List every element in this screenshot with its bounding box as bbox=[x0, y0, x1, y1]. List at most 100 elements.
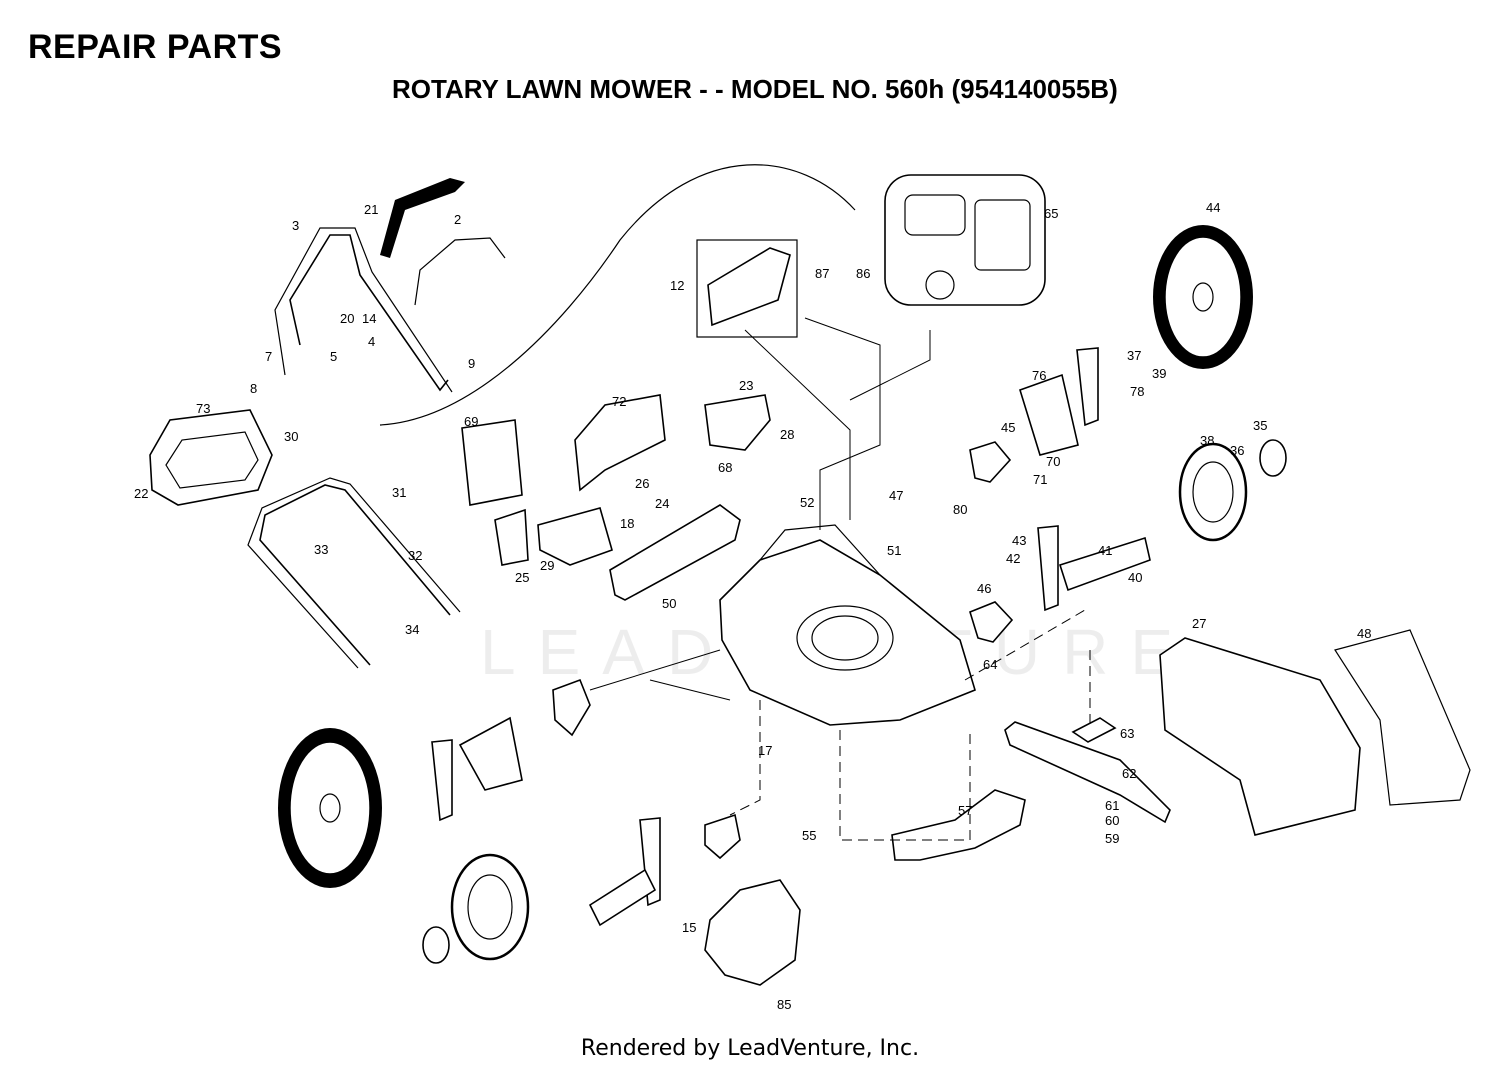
callout-label: 5 bbox=[330, 349, 337, 364]
callout-label: 59 bbox=[1105, 831, 1119, 846]
handle-grip bbox=[380, 178, 465, 258]
callout-label: 73 bbox=[196, 401, 210, 416]
dashed-guide-4 bbox=[729, 700, 761, 816]
wheel-adjuster-front-right bbox=[969, 441, 1012, 483]
callout-label: 34 bbox=[405, 622, 419, 637]
mower-blade bbox=[1004, 721, 1171, 824]
dashed-guide-3 bbox=[839, 730, 971, 841]
callout-label: 86 bbox=[856, 266, 870, 281]
callout-label: 65 bbox=[1044, 206, 1058, 221]
hub-cap-right bbox=[1259, 439, 1287, 477]
callout-label: 30 bbox=[284, 429, 298, 444]
callout-label: 15 bbox=[682, 920, 696, 935]
axle-76-left bbox=[458, 716, 523, 791]
height-lever-43-a bbox=[1076, 347, 1099, 427]
callout-label: 42 bbox=[1006, 551, 1020, 566]
hub-cap-left bbox=[422, 926, 450, 964]
axle-41-right bbox=[1058, 536, 1151, 592]
callout-label: 28 bbox=[780, 427, 794, 442]
page-title: REPAIR PARTS bbox=[28, 28, 283, 66]
callout-label: 39 bbox=[1152, 366, 1166, 381]
engine bbox=[884, 174, 1046, 306]
callout-label: 20 bbox=[340, 311, 354, 326]
callout-label: 41 bbox=[1098, 543, 1112, 558]
callout-label: 2 bbox=[454, 212, 461, 227]
callout-label: 64 bbox=[983, 657, 997, 672]
door-29 bbox=[537, 507, 613, 566]
air-filter-cover bbox=[707, 247, 791, 327]
callout-label: 80 bbox=[953, 502, 967, 517]
handle-upper-inner bbox=[274, 227, 453, 393]
callout-label: 70 bbox=[1046, 454, 1060, 469]
callout-label: 69 bbox=[464, 414, 478, 429]
callout-label: 38 bbox=[1200, 433, 1214, 448]
callout-label: 21 bbox=[364, 202, 378, 217]
callout-label: 12 bbox=[670, 278, 684, 293]
bracket-26 bbox=[574, 394, 666, 492]
callout-labels: 2 3 4 5 7 8 9 12 14 15 17 18 20 21 22 23… bbox=[134, 200, 1371, 1012]
callout-label: 68 bbox=[718, 460, 732, 475]
callout-label: 45 bbox=[1001, 420, 1015, 435]
blade-adapter bbox=[1071, 717, 1117, 743]
assembly-line-3 bbox=[849, 330, 931, 401]
callout-label: 29 bbox=[540, 558, 554, 573]
callout-label: 35 bbox=[1253, 418, 1267, 433]
callout-label: 37 bbox=[1127, 348, 1141, 363]
callout-label: 36 bbox=[1230, 443, 1244, 458]
handle-upper bbox=[289, 234, 449, 392]
callout-label: 18 bbox=[620, 516, 634, 531]
callout-label: 40 bbox=[1128, 570, 1142, 585]
callout-label: 61 bbox=[1105, 798, 1119, 813]
callout-label: 47 bbox=[889, 488, 903, 503]
callout-label: 60 bbox=[1105, 813, 1119, 828]
callout-label: 71 bbox=[1033, 472, 1047, 487]
callout-label: 46 bbox=[977, 581, 991, 596]
handle-lower bbox=[259, 484, 451, 666]
callout-label: 27 bbox=[1192, 616, 1206, 631]
rear-wheel-right bbox=[1153, 225, 1253, 369]
bracket-23 bbox=[704, 394, 771, 451]
handle-lower-inner bbox=[247, 477, 461, 669]
part-12-box bbox=[696, 239, 798, 338]
assembly-line-5 bbox=[649, 679, 731, 701]
wheel-adjuster-rear-right bbox=[969, 601, 1014, 643]
wheel-adjuster-rear-left bbox=[704, 813, 741, 860]
grass-bag-frame bbox=[1334, 629, 1471, 806]
callout-label: 32 bbox=[408, 548, 422, 563]
callout-label: 24 bbox=[655, 496, 669, 511]
wheel-adjuster-front-left bbox=[552, 678, 591, 737]
assembly-line-1 bbox=[804, 317, 881, 530]
bracket-25 bbox=[494, 508, 529, 566]
mower-deck bbox=[719, 524, 976, 726]
callout-label: 44 bbox=[1206, 200, 1220, 215]
callout-label: 22 bbox=[134, 486, 148, 501]
callout-label: 78 bbox=[1130, 384, 1144, 399]
control-cable bbox=[379, 164, 856, 426]
axle-76-right bbox=[1019, 373, 1079, 456]
mulch-plate-69 bbox=[461, 419, 523, 506]
callout-label: 8 bbox=[250, 381, 257, 396]
callout-label: 51 bbox=[887, 543, 901, 558]
callout-label: 72 bbox=[612, 394, 626, 409]
callout-label: 25 bbox=[515, 570, 529, 585]
callout-label: 9 bbox=[468, 356, 475, 371]
callout-label: 7 bbox=[265, 349, 272, 364]
side-shield-24 bbox=[609, 504, 741, 601]
callout-label: 17 bbox=[758, 743, 772, 758]
callout-label: 3 bbox=[292, 218, 299, 233]
callout-label: 48 bbox=[1357, 626, 1371, 641]
callout-label: 55 bbox=[802, 828, 816, 843]
exploded-parts-diagram: 2 3 4 5 7 8 9 12 14 15 17 18 20 21 22 23… bbox=[134, 164, 1471, 1012]
model-subtitle: ROTARY LAWN MOWER - - MODEL NO. 560h (95… bbox=[392, 74, 1118, 104]
baffle bbox=[891, 789, 1026, 861]
callout-label: 52 bbox=[800, 495, 814, 510]
dashed-guide-1 bbox=[964, 609, 1086, 681]
callout-label: 87 bbox=[815, 266, 829, 281]
callout-label: 33 bbox=[314, 542, 328, 557]
front-wheel-right bbox=[1178, 442, 1248, 542]
axle-41-left bbox=[588, 868, 657, 927]
callout-label: 26 bbox=[635, 476, 649, 491]
callout-label: 57 bbox=[958, 803, 972, 818]
grass-bag bbox=[1159, 637, 1361, 836]
control-bail bbox=[414, 237, 506, 306]
